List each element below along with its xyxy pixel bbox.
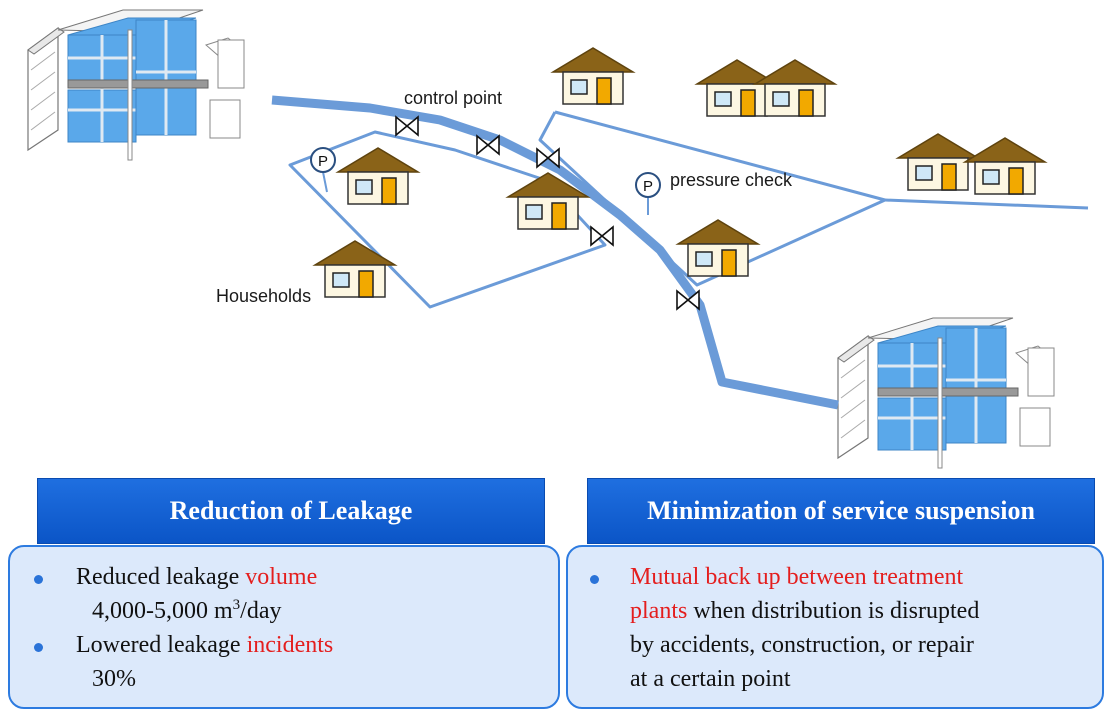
incidents-highlight: incidents (246, 632, 334, 658)
main-pipe (271, 95, 839, 410)
treatment-plant-left-icon (26, 8, 246, 162)
leakage-volume-line: Reduced leakage volume (76, 564, 318, 590)
leakage-results-box: Reduced leakage volume 4,000-5,000 m3/da… (8, 545, 560, 709)
svg-text:P: P (643, 178, 653, 195)
branch-pipe-right (884, 198, 1089, 210)
reduction-of-leakage-header: Reduction of Leakage (37, 478, 545, 544)
house-icon (754, 59, 836, 117)
backup-line-3: by accidents, construction, or repair (630, 632, 974, 658)
treatment-plant-right-icon (836, 316, 1056, 470)
households-label: Households (216, 286, 312, 306)
house-icon (314, 240, 396, 298)
service-suspension-header: Minimization of service suspension (587, 478, 1095, 544)
leakage-volume-value: 4,000-5,000 m3/day (92, 597, 282, 625)
pressure-gauge-left-icon: P (310, 147, 336, 193)
service-suspension-title: Minimization of service suspension (647, 496, 1035, 525)
house-icon (552, 47, 634, 105)
house-icon (964, 137, 1046, 195)
volume-highlight: volume (245, 564, 318, 590)
house-icon (337, 147, 419, 205)
bullet-dot (34, 575, 43, 584)
bullet-dot (34, 643, 43, 652)
pressure-check-label: pressure check (670, 170, 793, 190)
pressure-gauge-right-icon: P (635, 172, 661, 215)
leakage-incidents-value: 30% (92, 666, 136, 692)
backup-line-4: at a certain point (630, 666, 791, 692)
svg-text:P: P (318, 153, 328, 170)
control-point-label: control point (404, 88, 503, 108)
right-distribution-loop (538, 110, 887, 287)
water-network-diagram: P P (26, 8, 1089, 470)
service-backup-box: Mutual back up between treatment plants … (566, 545, 1104, 709)
reduction-of-leakage-title: Reduction of Leakage (169, 496, 413, 525)
bullet-dot (590, 575, 599, 584)
backup-line-1: Mutual back up between treatment (630, 564, 964, 590)
house-icon (677, 219, 759, 277)
backup-line-2: plants when distribution is disrupted (630, 598, 980, 624)
leakage-incidents-line: Lowered leakage incidents (76, 632, 334, 658)
control-valve-icon (395, 116, 419, 136)
